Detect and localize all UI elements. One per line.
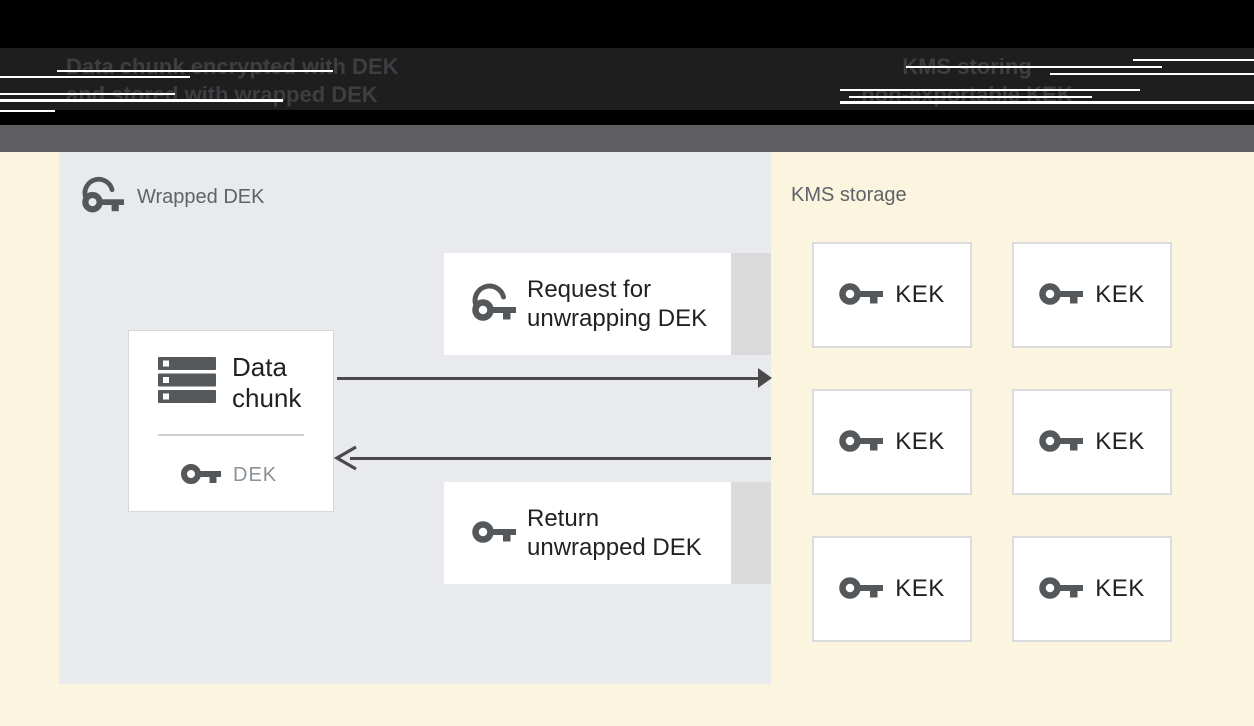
divider	[158, 434, 304, 436]
dek-label: DEK	[233, 464, 278, 486]
glitch-streak	[1133, 59, 1254, 61]
right-arrowhead-icon	[758, 368, 772, 388]
request-unwrap-box: Request for unwrapping DEK	[444, 253, 731, 355]
glitch-streak	[906, 66, 1162, 68]
return-unwrapped-text: Return unwrapped DEK	[527, 504, 702, 562]
data-chunk-box: Data chunk DEK	[128, 330, 334, 512]
left-arrowhead-icon	[333, 445, 358, 476]
kek-label: KEK	[1095, 428, 1145, 455]
return-line2: unwrapped DEK	[527, 534, 702, 561]
kek-box: KEK	[812, 242, 972, 348]
kek-label: KEK	[895, 575, 945, 602]
key-icon	[181, 461, 221, 490]
key-icon	[472, 518, 516, 549]
glitch-streak	[840, 89, 1140, 91]
return-unwrapped-box: Return unwrapped DEK	[444, 482, 731, 584]
glitch-streak	[849, 96, 1092, 98]
glitch-streak	[0, 99, 283, 102]
kek-label: KEK	[895, 428, 945, 455]
kek-box: KEK	[1012, 536, 1172, 642]
data-chunk-line2: chunk	[232, 383, 302, 413]
glitch-streak	[0, 93, 175, 95]
glitch-streak	[0, 76, 190, 78]
key-icon	[1039, 280, 1084, 311]
kek-box: KEK	[1012, 389, 1172, 495]
request-arrow-line	[337, 377, 758, 380]
request-box-gray-strip	[731, 253, 771, 355]
key-icon	[839, 574, 884, 605]
caption-line: and stored with wrapped DEK	[66, 82, 378, 107]
request-unwrap-text: Request for unwrapping DEK	[527, 275, 707, 333]
kek-box: KEK	[1012, 242, 1172, 348]
kek-label: KEK	[895, 281, 945, 308]
key-icon	[839, 427, 884, 458]
caption-line: Data chunk encrypted with DEK	[66, 54, 399, 79]
wrapped-dek-label-row: Wrapped DEK	[82, 176, 264, 218]
request-line2: unwrapping DEK	[527, 305, 708, 332]
header-band: Data chunk encrypted with DEK and stored…	[0, 0, 1254, 125]
dek-row: DEK	[181, 461, 277, 490]
glitch-streak	[840, 101, 1254, 104]
wrapped-dek-label: Wrapped DEK	[137, 185, 265, 208]
return-arrow-line	[350, 457, 771, 460]
gray-separator-band	[0, 125, 1254, 152]
kek-box: KEK	[812, 536, 972, 642]
data-chunk-line1: Data	[232, 352, 287, 382]
key-icon	[1039, 574, 1084, 605]
return-box-gray-strip	[731, 482, 771, 584]
data-stack-icon	[158, 357, 216, 408]
data-chunk-text: Data chunk	[232, 352, 301, 414]
kms-storage-label: KMS storage	[791, 184, 907, 206]
glitch-streak	[57, 70, 333, 72]
wrapped-key-icon	[82, 176, 124, 218]
kek-box: KEK	[812, 389, 972, 495]
return-line1: Return	[527, 505, 600, 532]
kek-label: KEK	[1095, 575, 1145, 602]
kek-label: KEK	[1095, 281, 1145, 308]
glitch-streak	[1050, 73, 1254, 75]
key-icon	[839, 280, 884, 311]
glitch-streak	[0, 110, 55, 112]
request-line1: Request for	[527, 276, 652, 303]
key-icon	[1039, 427, 1084, 458]
wrapped-key-icon	[472, 283, 516, 326]
caption-line: non-exportable KEK	[861, 82, 1073, 107]
